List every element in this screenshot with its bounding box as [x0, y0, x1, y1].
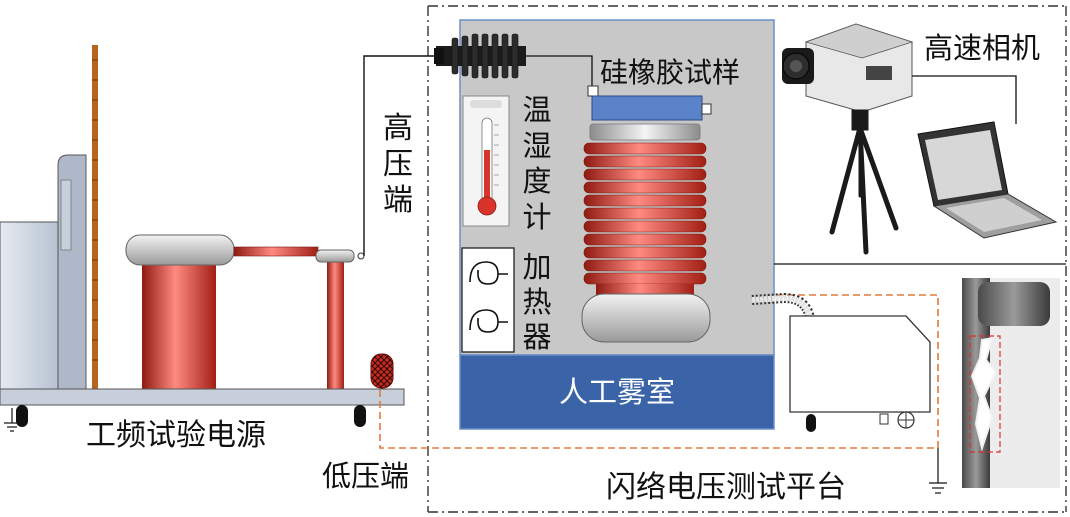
label-high-speed-camera: 高速相机: [924, 31, 1040, 65]
camera-cable: [912, 75, 1017, 124]
label-heater: 加 热 器: [522, 250, 551, 354]
label-test-platform: 闪络电压测试平台: [606, 470, 846, 505]
label-heater-char-3: 器: [522, 320, 551, 354]
label-hygrometer-char-1: 温: [522, 93, 551, 127]
insulator-column: [581, 123, 711, 343]
laptop-icon: [917, 121, 1058, 239]
label-silicone-sample: 硅橡胶试样: [600, 56, 740, 89]
platform-frame: [427, 5, 1067, 513]
silicone-sample: [587, 85, 712, 121]
label-hygrometer-char-2: 湿: [522, 129, 551, 163]
grounding-ball: [370, 353, 394, 389]
chamber-hv-wire: [526, 55, 593, 90]
label-hygrometer: 温 湿 度 计: [522, 93, 551, 234]
label-hygrometer-char-4: 计: [522, 200, 551, 234]
label-high-voltage-end-char-1: 高: [383, 111, 413, 146]
label-heater-char-1: 加: [522, 250, 551, 284]
label-fog-chamber: 人工雾室: [559, 375, 675, 409]
heater-coil-icon: [461, 247, 515, 353]
label-low-voltage-end: 低压端: [322, 459, 409, 493]
label-power-source: 工频试验电源: [86, 418, 266, 453]
ground-symbol-icon: [929, 448, 947, 494]
measuring-ruler: [92, 45, 98, 390]
hv-conductor-rod: [233, 246, 319, 257]
ground-symbol-icon: [4, 408, 20, 432]
bushing-icon: [434, 33, 526, 79]
camera-icon: [782, 23, 914, 113]
support-insulator: [315, 249, 365, 390]
flashover-photo: [962, 278, 1060, 488]
thermometer-icon: [462, 95, 510, 227]
label-high-voltage-end-char-3: 端: [383, 183, 413, 218]
test-transformer: [125, 234, 235, 390]
label-hygrometer-char-3: 度: [522, 164, 551, 198]
base-platform: [0, 388, 405, 427]
hv-lead-wire: [363, 55, 438, 256]
power-cabinet: [0, 154, 87, 393]
label-high-voltage-end: 高 压 端: [383, 111, 413, 218]
fog-generator-icon: [751, 292, 931, 432]
insulator-sheds: [583, 142, 707, 285]
label-heater-char-2: 热: [522, 285, 551, 319]
label-high-voltage-end-char-2: 压: [383, 147, 413, 182]
tripod-icon: [829, 109, 899, 255]
